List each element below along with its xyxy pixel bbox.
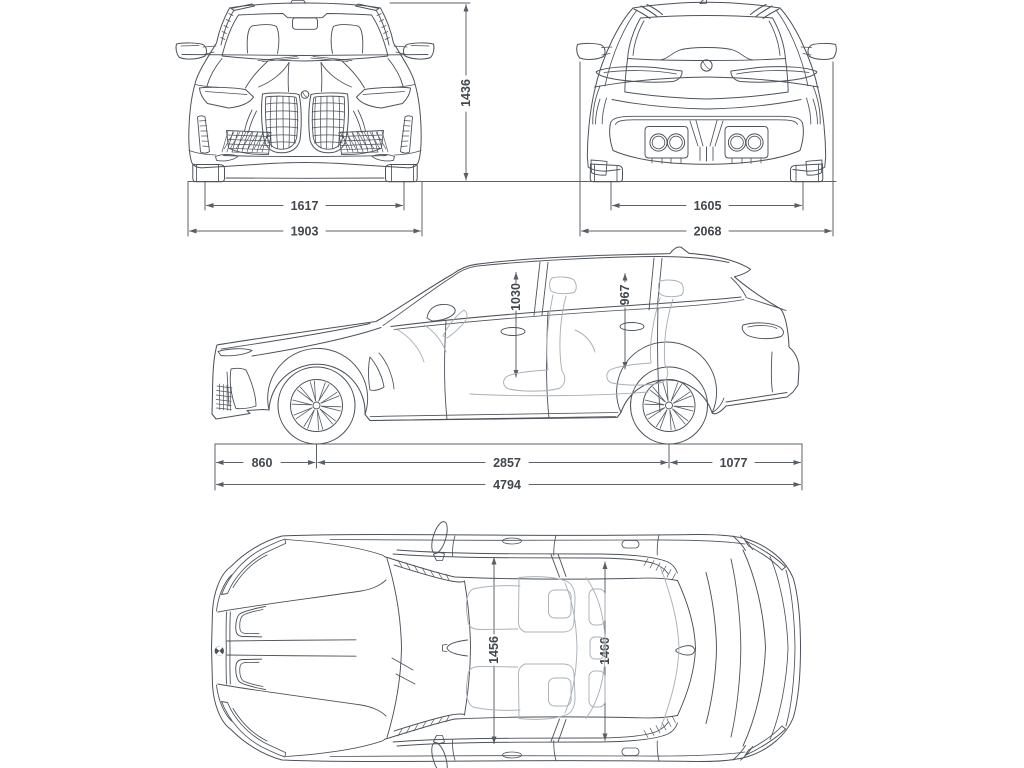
svg-text:860: 860 <box>252 456 273 470</box>
svg-text:2068: 2068 <box>694 224 722 238</box>
svg-text:1436: 1436 <box>459 79 473 107</box>
svg-text:1077: 1077 <box>720 456 748 470</box>
svg-text:2857: 2857 <box>493 456 521 470</box>
svg-text:4794: 4794 <box>493 478 521 492</box>
svg-text:1617: 1617 <box>291 199 319 213</box>
svg-text:1456: 1456 <box>487 636 501 664</box>
svg-text:1605: 1605 <box>694 199 722 213</box>
svg-text:967: 967 <box>618 285 632 306</box>
svg-text:1030: 1030 <box>509 283 523 311</box>
svg-text:1903: 1903 <box>291 224 319 238</box>
